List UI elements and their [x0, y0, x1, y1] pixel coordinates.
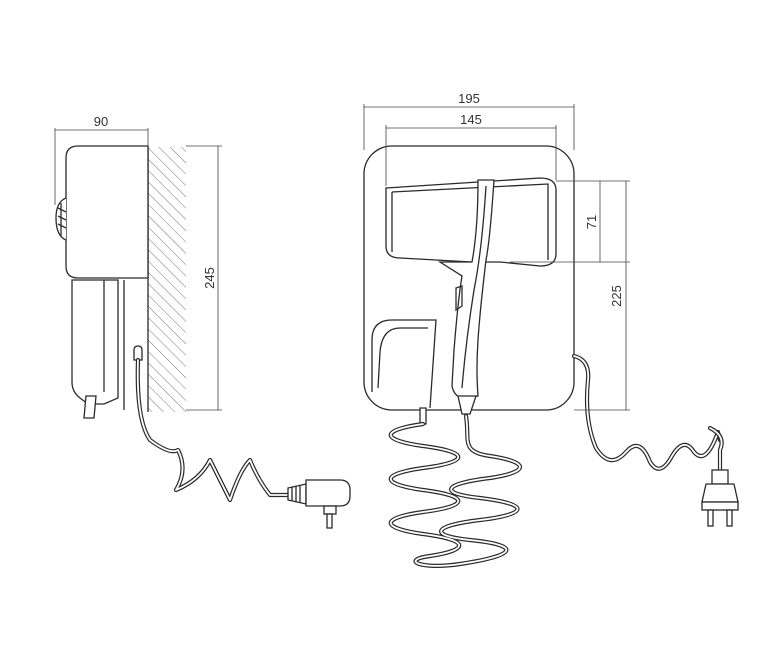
- dim-side-width-label: 90: [94, 114, 108, 129]
- dim-front-outer-width: 195: [363, 91, 575, 150]
- front-plug: [701, 469, 739, 527]
- dim-front-inner-width: 145: [385, 112, 557, 186]
- dim-front-upper-height: 71: [510, 180, 630, 263]
- coiled-cord: [388, 413, 523, 568]
- side-body: [65, 145, 149, 279]
- side-view: 90 245: [54, 114, 351, 529]
- front-dryer-head: [385, 177, 557, 267]
- side-plug: [287, 479, 351, 529]
- dim-front-inner-width-label: 145: [460, 112, 482, 127]
- dim-front-outer-width-label: 195: [458, 91, 480, 106]
- dim-side-width: 90: [54, 114, 149, 205]
- dim-front-upper-height-label: 71: [584, 215, 599, 229]
- wall-hatch: [147, 147, 186, 412]
- dim-front-total-height-label: 225: [609, 285, 624, 307]
- side-handle: [71, 279, 119, 405]
- front-view: 195 145 71 225: [363, 91, 739, 568]
- dim-side-height: 245: [186, 145, 222, 411]
- dim-front-total-height: 225: [574, 181, 630, 411]
- dim-side-height-label: 245: [202, 267, 217, 289]
